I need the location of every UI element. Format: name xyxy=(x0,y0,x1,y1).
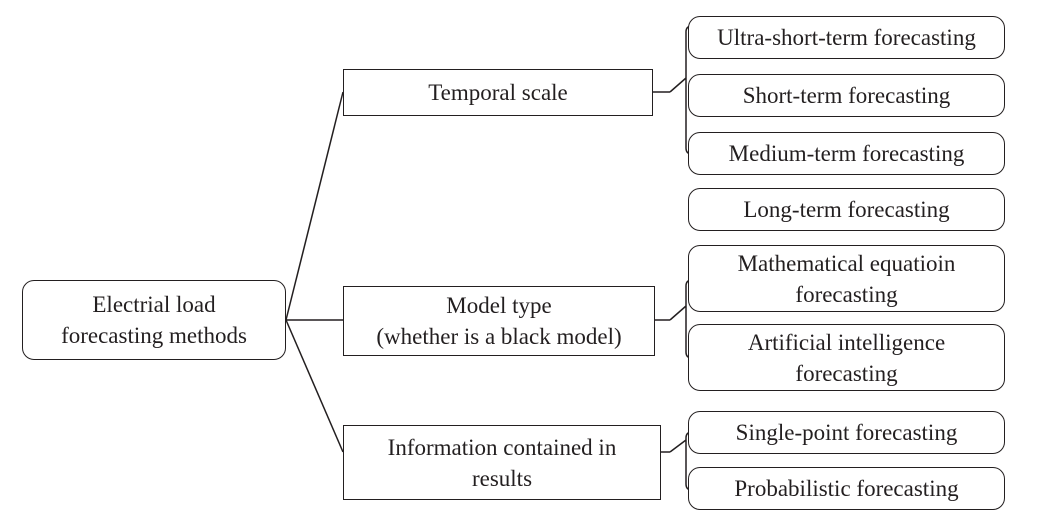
leaf-short-term: Short-term forecasting xyxy=(688,74,1005,117)
leaf-ultra-short-term: Ultra-short-term forecasting xyxy=(688,16,1005,59)
category-label-line2: (whether is a black model) xyxy=(376,324,622,349)
leaf-medium-term: Medium-term forecasting xyxy=(688,132,1005,175)
leaf-label: Single-point forecasting xyxy=(735,420,958,445)
leaf-single-point: Single-point forecasting xyxy=(688,411,1005,454)
category-temporal-scale: Temporal scale xyxy=(343,69,653,116)
leaf-mathematical-equation: Mathematical equatioin forecasting xyxy=(688,245,1005,312)
leaf-long-term: Long-term forecasting xyxy=(688,188,1005,231)
leaf-probabilistic: Probabilistic forecasting xyxy=(688,467,1005,510)
brace-temporal xyxy=(653,25,693,155)
category-label-line2: results xyxy=(471,465,533,491)
connector-root-temporal xyxy=(285,91,344,321)
leaf-label: Ultra-short-term forecasting xyxy=(717,25,976,50)
category-model-type: Model type (whether is a black model) xyxy=(343,286,655,356)
brace-information xyxy=(661,431,693,491)
connector-root-information xyxy=(285,319,344,453)
leaf-artificial-intelligence: Artificial intelligence forecasting xyxy=(688,324,1005,391)
category-information: Information contained in results xyxy=(343,425,661,500)
leaf-label: Long-term forecasting xyxy=(743,197,950,222)
root-node: Electrial load forecasting methods xyxy=(22,280,286,360)
root-label-line2: forecasting methods xyxy=(61,323,247,348)
category-label: Temporal scale xyxy=(428,80,568,105)
leaf-label-line2: forecasting xyxy=(795,360,898,386)
leaf-label: Probabilistic forecasting xyxy=(734,476,959,501)
leaf-label-line2: forecasting xyxy=(795,281,898,307)
category-label-line1: Information contained in xyxy=(387,434,617,460)
leaf-label-line1: Artificial intelligence xyxy=(747,329,946,355)
brace-model xyxy=(655,279,693,359)
root-label-line1: Electrial load xyxy=(92,292,216,317)
leaf-label: Medium-term forecasting xyxy=(728,141,965,166)
leaf-label-line1: Mathematical equatioin xyxy=(737,250,956,276)
category-label-line1: Model type xyxy=(446,293,552,318)
leaf-label: Short-term forecasting xyxy=(742,83,951,108)
